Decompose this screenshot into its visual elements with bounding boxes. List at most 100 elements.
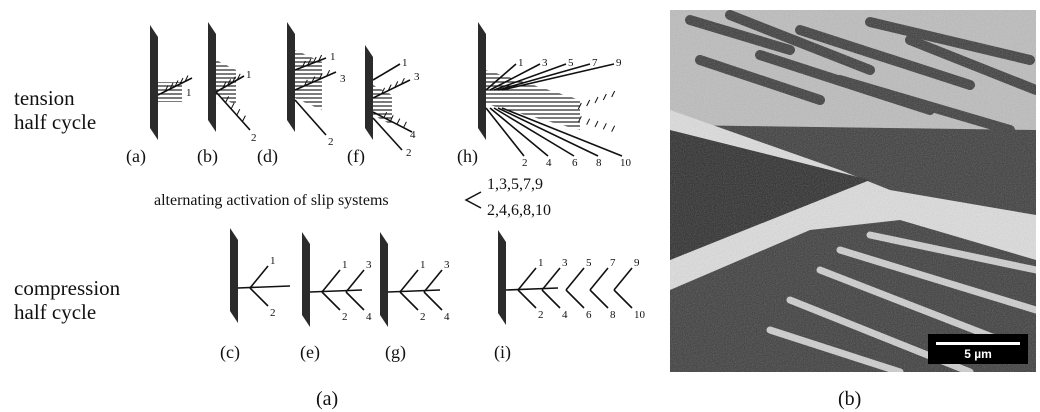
stage-label-a: (a): [126, 146, 146, 166]
scale-bar-line: [936, 342, 1020, 345]
stage-label-d: (d): [257, 146, 278, 166]
even-slip-systems: 2,4,6,8,10: [487, 202, 551, 219]
slip-index: 8: [610, 309, 616, 321]
tension-label-line2: half cycle: [14, 110, 97, 134]
slip-step: [169, 82, 174, 90]
slip-index: 9: [634, 257, 640, 269]
slip-index: 2: [270, 307, 276, 319]
slip-index: 10: [634, 309, 646, 321]
slip-step: [577, 116, 582, 123]
slip-index: 7: [610, 257, 616, 269]
slip-arm: [345, 269, 365, 293]
crack-wall: [365, 45, 373, 140]
slip-step: [241, 115, 246, 122]
slip-step: [318, 73, 323, 80]
slip-step: [602, 123, 607, 130]
slip-arm: [541, 267, 561, 291]
slip-arm: [589, 289, 609, 309]
slip-index: 2: [342, 311, 348, 323]
slip-index: 1: [186, 87, 192, 99]
slip-step: [184, 75, 189, 82]
slip-index: 4: [444, 311, 450, 323]
slip-step: [307, 58, 312, 66]
slip-arm: [485, 107, 525, 157]
slip-arm: [497, 63, 591, 91]
slip-index: 4: [410, 129, 416, 141]
slip-index: 7: [592, 57, 598, 69]
slip-index: 1: [342, 259, 348, 271]
crack-wall: [150, 25, 158, 140]
slip-index: 4: [546, 157, 552, 169]
slip-step: [164, 85, 169, 92]
slip-index: 5: [568, 57, 574, 69]
slip-arm: [294, 71, 337, 91]
slip-index: 1: [246, 69, 252, 81]
slip-index: 1: [330, 51, 336, 63]
slip-step: [400, 77, 405, 85]
slip-arm: [565, 267, 585, 291]
stage-label-e: (e): [300, 342, 320, 362]
slip-index: 5: [586, 257, 592, 269]
slip-arm: [517, 267, 537, 291]
slip-arm: [517, 289, 537, 309]
slip-arm: [485, 63, 517, 91]
slip-arm: [372, 111, 413, 133]
compression-label-line2: half cycle: [14, 300, 97, 324]
slip-arm: [249, 265, 269, 289]
micrograph-image: 5 µm: [670, 10, 1036, 372]
slip-index: 3: [340, 73, 346, 85]
tension-label-line1: tension: [14, 86, 75, 110]
slip-index: 9: [616, 57, 622, 69]
slip-step: [179, 77, 184, 85]
slip-index: 6: [586, 309, 592, 321]
slip-arm: [501, 63, 615, 91]
caption-a: (a): [316, 388, 339, 410]
slip-arm: [423, 291, 443, 311]
crack-wall: [230, 228, 238, 323]
slip-arm: [399, 269, 419, 293]
slip-index: 3: [366, 259, 372, 271]
slip-step: [311, 76, 316, 83]
slip-arm: [372, 63, 401, 81]
crack-wall: [498, 230, 506, 325]
hatched-slip: [158, 82, 182, 102]
slip-arm: [501, 107, 623, 157]
slip-step: [236, 108, 241, 116]
slip-arm: [489, 107, 549, 157]
slip-arm: [309, 289, 363, 293]
slip-step: [387, 84, 392, 91]
slip-index: 1: [402, 57, 408, 69]
slip-index: 8: [596, 157, 602, 169]
slip-arm: [497, 107, 599, 157]
slip-arm: [565, 289, 585, 309]
slip-index: 2: [522, 157, 528, 169]
slip-step: [611, 90, 616, 98]
crack-wall: [302, 232, 310, 327]
crack-wall: [478, 22, 486, 140]
stage-label-b: (b): [197, 146, 218, 166]
slip-index: 10: [620, 157, 632, 169]
hatched-slip: [295, 50, 322, 110]
slip-step: [396, 118, 401, 125]
slip-step: [318, 54, 323, 62]
slip-step: [326, 69, 331, 77]
slip-step: [381, 87, 386, 95]
slip-step: [225, 96, 230, 103]
caption-b: (b): [838, 388, 862, 410]
bracket: [464, 191, 482, 209]
slip-index: 4: [562, 309, 568, 321]
slip-step: [383, 111, 388, 119]
slip-arm: [321, 291, 341, 311]
slip-arm: [372, 117, 403, 151]
slip-arm: [493, 63, 567, 91]
slip-index: 3: [562, 257, 568, 269]
slip-step: [389, 115, 394, 122]
slip-arm: [321, 269, 341, 293]
slip-step: [586, 118, 591, 125]
slip-index: 3: [414, 71, 420, 83]
slip-step: [303, 79, 308, 87]
crack-wall: [287, 22, 295, 132]
slip-step: [402, 121, 407, 129]
slip-step: [301, 60, 306, 68]
slip-arm: [489, 63, 541, 91]
